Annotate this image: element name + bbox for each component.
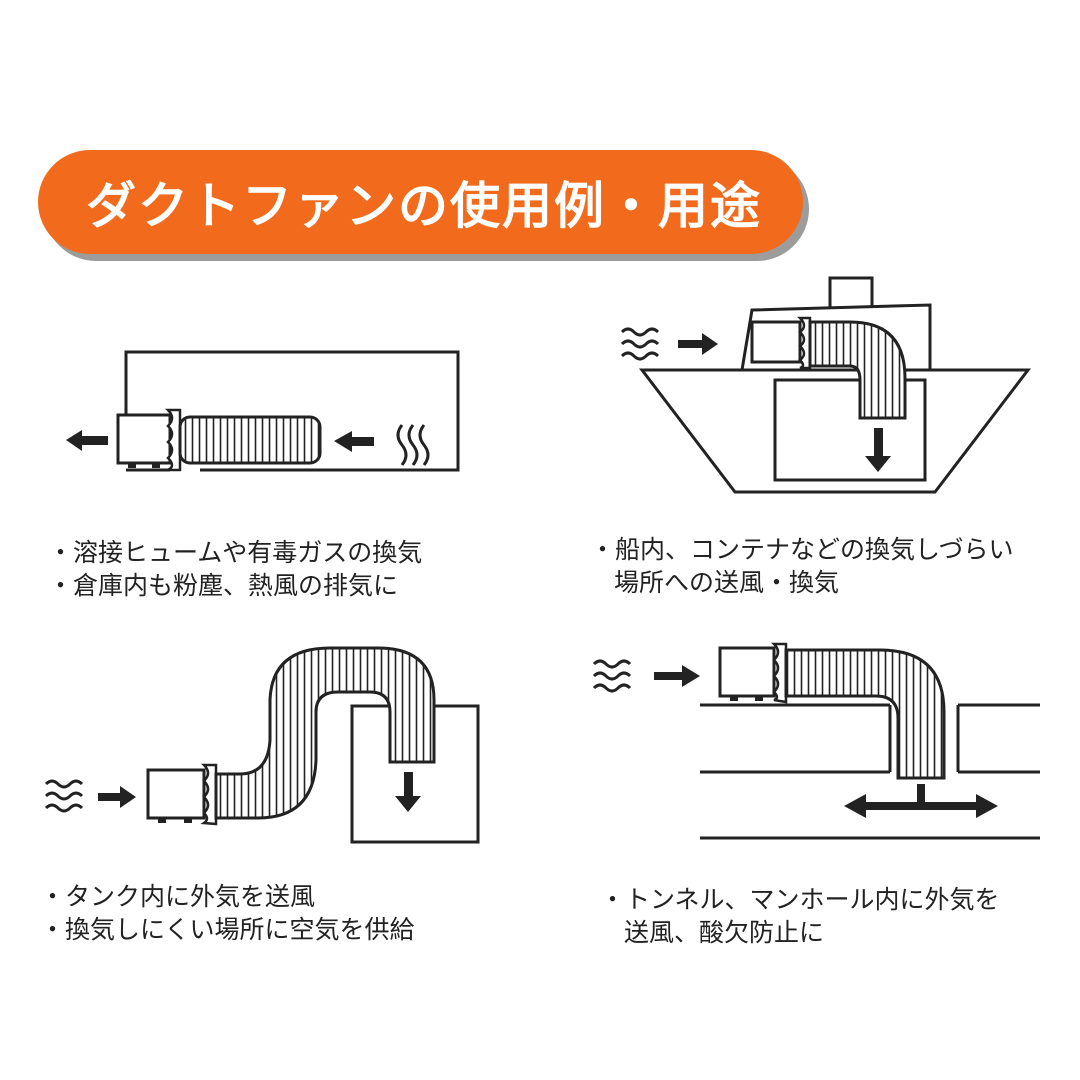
caption-line: ・換気しにくい場所に空気を供給 xyxy=(40,915,415,944)
caption-ship: ・船内、コンテナなどの換気しづらい 場所への送風・換気 xyxy=(590,533,1014,599)
airflow-arrow-icon xyxy=(395,772,421,812)
wind-icon xyxy=(44,779,84,813)
caption-line: ・溶接ヒュームや有毒ガスの換気 xyxy=(48,538,423,567)
wind-icon xyxy=(592,659,632,693)
diagram-ship-ventilation xyxy=(620,276,1032,494)
intake-arrow-icon xyxy=(98,786,136,808)
fan-unit xyxy=(146,768,206,820)
bidirectional-arrow-icon xyxy=(844,794,998,818)
caption-tank: ・タンク内に外気を送風 ・換気しにくい場所に空気を供給 xyxy=(40,880,415,946)
wind-icon xyxy=(620,327,660,361)
fume-icon xyxy=(396,424,430,466)
caption-line: ・倉庫内も粉塵、熱風の排気に xyxy=(48,571,399,600)
caption-line: ・トンネル、マンホール内に外気を xyxy=(600,885,1000,914)
fan-unit xyxy=(750,320,802,364)
diagram-welding-exhaust xyxy=(66,350,460,472)
duct-hose xyxy=(784,648,946,780)
caption-line: 場所への送風・換気 xyxy=(614,568,840,597)
exhaust-arrow-icon xyxy=(66,430,108,451)
caption-line: ・タンク内に外気を送風 xyxy=(40,882,316,911)
caption-line: 送風、酸欠防止に xyxy=(624,918,825,947)
caption-line: ・船内、コンテナなどの換気しづらい xyxy=(590,535,1014,564)
intake-arrow-icon xyxy=(654,665,700,687)
title-banner: ダクトファンの使用例・用途 xyxy=(38,150,803,254)
fan-unit xyxy=(718,646,776,698)
caption-welding: ・溶接ヒュームや有毒ガスの換気 ・倉庫内も粉塵、熱風の排気に xyxy=(48,536,422,602)
caption-tunnel: ・トンネル、マンホール内に外気を 送風、酸欠防止に xyxy=(600,883,1000,949)
diagram-tunnel-supply xyxy=(592,642,1040,840)
airflow-arrow-icon xyxy=(865,428,891,472)
intake-arrow-icon xyxy=(334,431,374,452)
duct-hose xyxy=(214,646,436,820)
page-title: ダクトファンの使用例・用途 xyxy=(86,177,762,235)
duct-hose xyxy=(178,415,322,465)
intake-arrow-icon xyxy=(678,333,718,355)
diagram-tank-supply xyxy=(44,646,480,844)
duct-hose xyxy=(808,320,907,420)
fan-unit xyxy=(116,413,172,465)
